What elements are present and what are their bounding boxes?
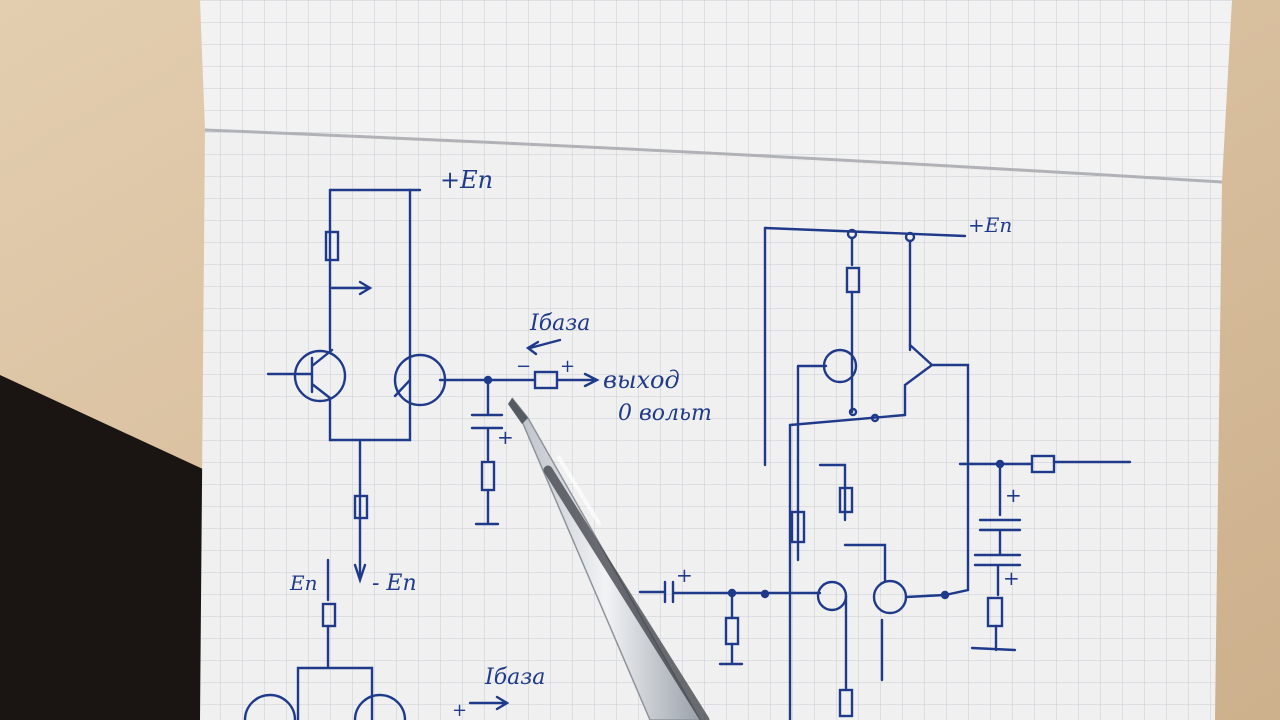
plus-sign-cap: + (497, 425, 514, 449)
pos-supply-label: Eп (289, 571, 317, 595)
output-label: выход (603, 366, 680, 394)
plus-sign-right-cap-2: + (1003, 566, 1020, 590)
base-current-label-bottom: Iбаза (484, 665, 545, 690)
plus-sign-input-cap: + (676, 563, 693, 587)
plus-sign-bottom: + (452, 700, 467, 720)
supply-label-top-right: +Eп (968, 213, 1012, 237)
plus-sign-output: + (560, 356, 575, 377)
plus-sign-right-cap-1: + (1005, 483, 1022, 507)
minus-sign-output: − (516, 356, 531, 377)
desk-shadow (0, 375, 205, 720)
ballpoint-pen (508, 397, 710, 720)
right-circuit (638, 226, 1132, 720)
page-fold (204, 128, 1223, 184)
zero-volt-label: 0 вольт (618, 401, 712, 426)
neg-supply-label: - Eп (372, 571, 417, 596)
base-current-label-top: Iбаза (529, 311, 590, 336)
left-circuit (243, 188, 600, 720)
supply-label-top-left: +Eп (440, 166, 493, 194)
